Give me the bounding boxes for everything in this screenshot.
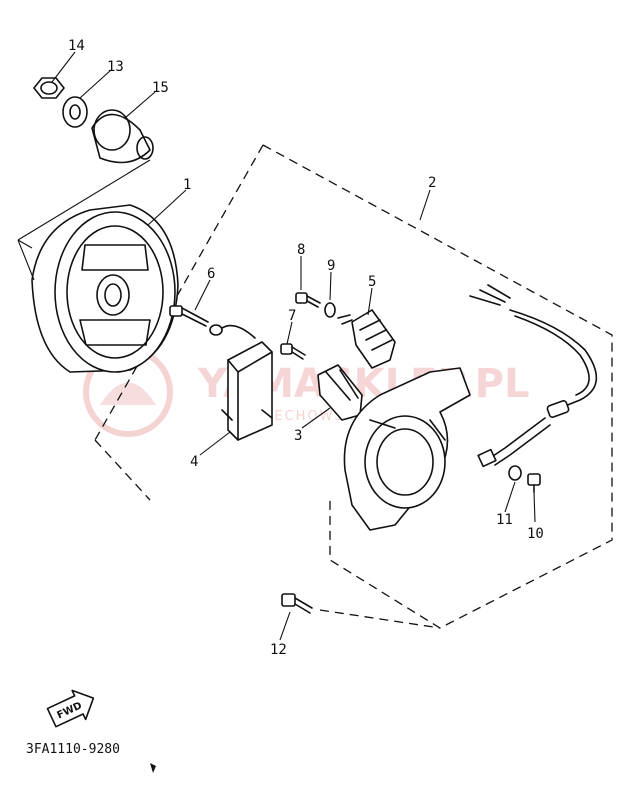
callout-1: 1 bbox=[183, 177, 191, 193]
leader-lines bbox=[17, 51, 536, 641]
callout-6: 6 bbox=[207, 266, 215, 282]
callout-7: 7 bbox=[288, 308, 296, 324]
stator-base-plate bbox=[343, 367, 471, 531]
callout-13: 13 bbox=[107, 59, 124, 75]
bolt-part-6 bbox=[169, 305, 209, 327]
screw-part-7 bbox=[280, 343, 306, 360]
callout-12: 12 bbox=[270, 642, 287, 658]
callout-8: 8 bbox=[297, 242, 305, 258]
screw-part-10 bbox=[527, 473, 541, 493]
nut-part-14 bbox=[33, 77, 65, 99]
callout-11: 11 bbox=[496, 512, 513, 528]
callout-10: 10 bbox=[527, 526, 544, 542]
callout-15: 15 bbox=[152, 80, 169, 96]
callout-labels: 14 13 15 1 2 6 8 9 5 7 4 3 11 10 12 bbox=[68, 38, 544, 658]
ink-mark bbox=[150, 763, 156, 773]
fwd-direction-marker: FWD bbox=[46, 689, 95, 728]
contact-breaker-part-3 bbox=[317, 364, 363, 421]
assembly-boundary bbox=[94, 144, 613, 629]
assembly-boundary-left bbox=[94, 439, 151, 501]
pickup-coil-part-5 bbox=[337, 309, 396, 369]
callout-9: 9 bbox=[327, 258, 335, 274]
figure-code: 3FA1110-9280 bbox=[26, 742, 120, 757]
ignition-coil-part-4 bbox=[221, 341, 273, 441]
callout-14: 14 bbox=[68, 38, 85, 54]
screw-part-12 bbox=[281, 593, 313, 614]
washer-part-11 bbox=[508, 465, 522, 481]
lead-wire-clip bbox=[209, 324, 256, 339]
cap-part-15 bbox=[91, 109, 154, 164]
washer-part-13 bbox=[62, 96, 88, 128]
screw-part-8 bbox=[295, 292, 321, 308]
callout-5: 5 bbox=[368, 274, 376, 290]
callout-3: 3 bbox=[294, 428, 302, 444]
washer-part-9 bbox=[324, 302, 336, 318]
flywheel-rotor-part-1 bbox=[17, 204, 179, 373]
callout-4: 4 bbox=[190, 454, 198, 470]
wire-harness bbox=[469, 284, 598, 468]
callout-2: 2 bbox=[428, 175, 436, 191]
